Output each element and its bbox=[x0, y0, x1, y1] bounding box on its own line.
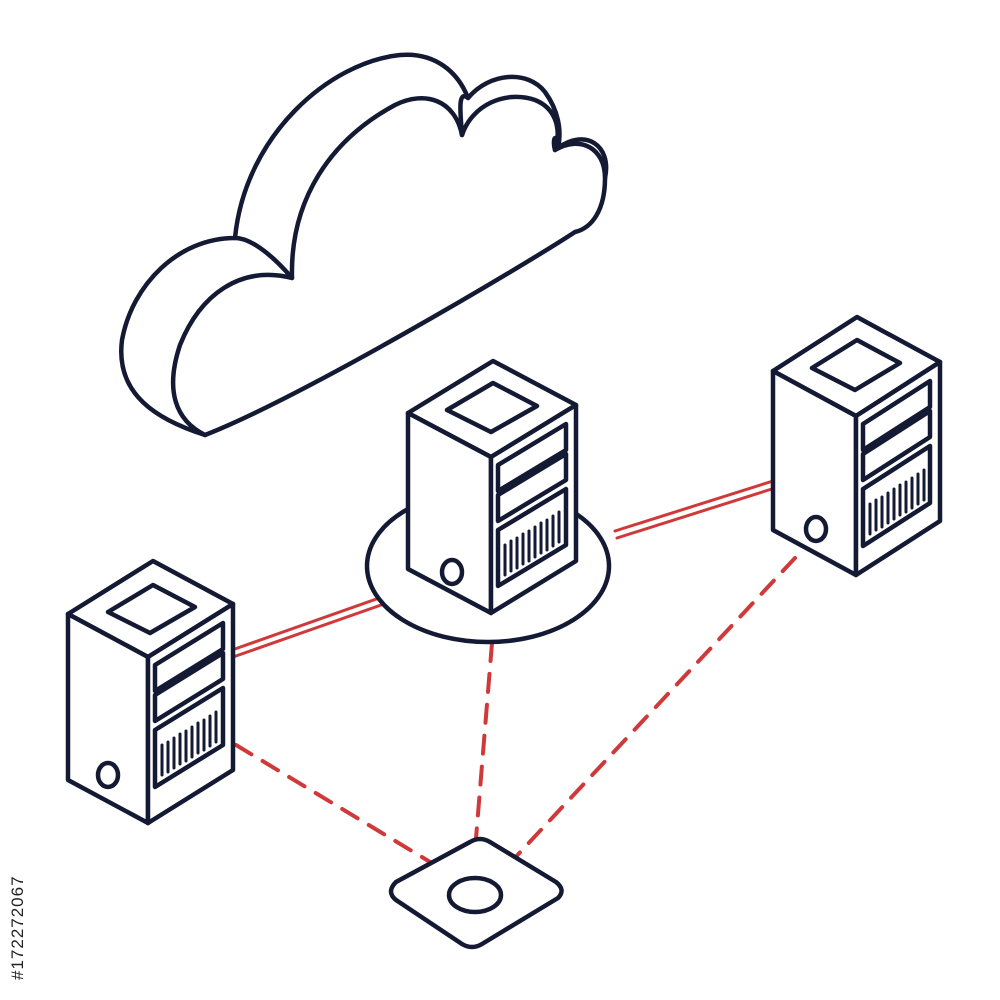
link-center-device bbox=[471, 641, 494, 877]
link-center-right bbox=[613, 479, 777, 540]
power-button-icon bbox=[803, 514, 829, 544]
cloud-icon bbox=[119, 52, 609, 438]
power-button-icon bbox=[95, 760, 121, 790]
link-right-device bbox=[494, 556, 797, 880]
server-right bbox=[770, 314, 943, 578]
power-button-icon bbox=[439, 557, 465, 587]
link-left-center bbox=[230, 595, 386, 659]
vent-grille-icon bbox=[160, 710, 218, 777]
link-left-device bbox=[234, 743, 462, 882]
vent-grille-icon bbox=[503, 510, 561, 577]
server-center bbox=[364, 358, 612, 645]
server-left bbox=[65, 558, 236, 826]
access-device bbox=[388, 836, 564, 950]
stock-id-label: #172272067 bbox=[8, 875, 27, 980]
vent-grille-icon bbox=[868, 468, 926, 536]
device-button-icon bbox=[446, 875, 504, 915]
